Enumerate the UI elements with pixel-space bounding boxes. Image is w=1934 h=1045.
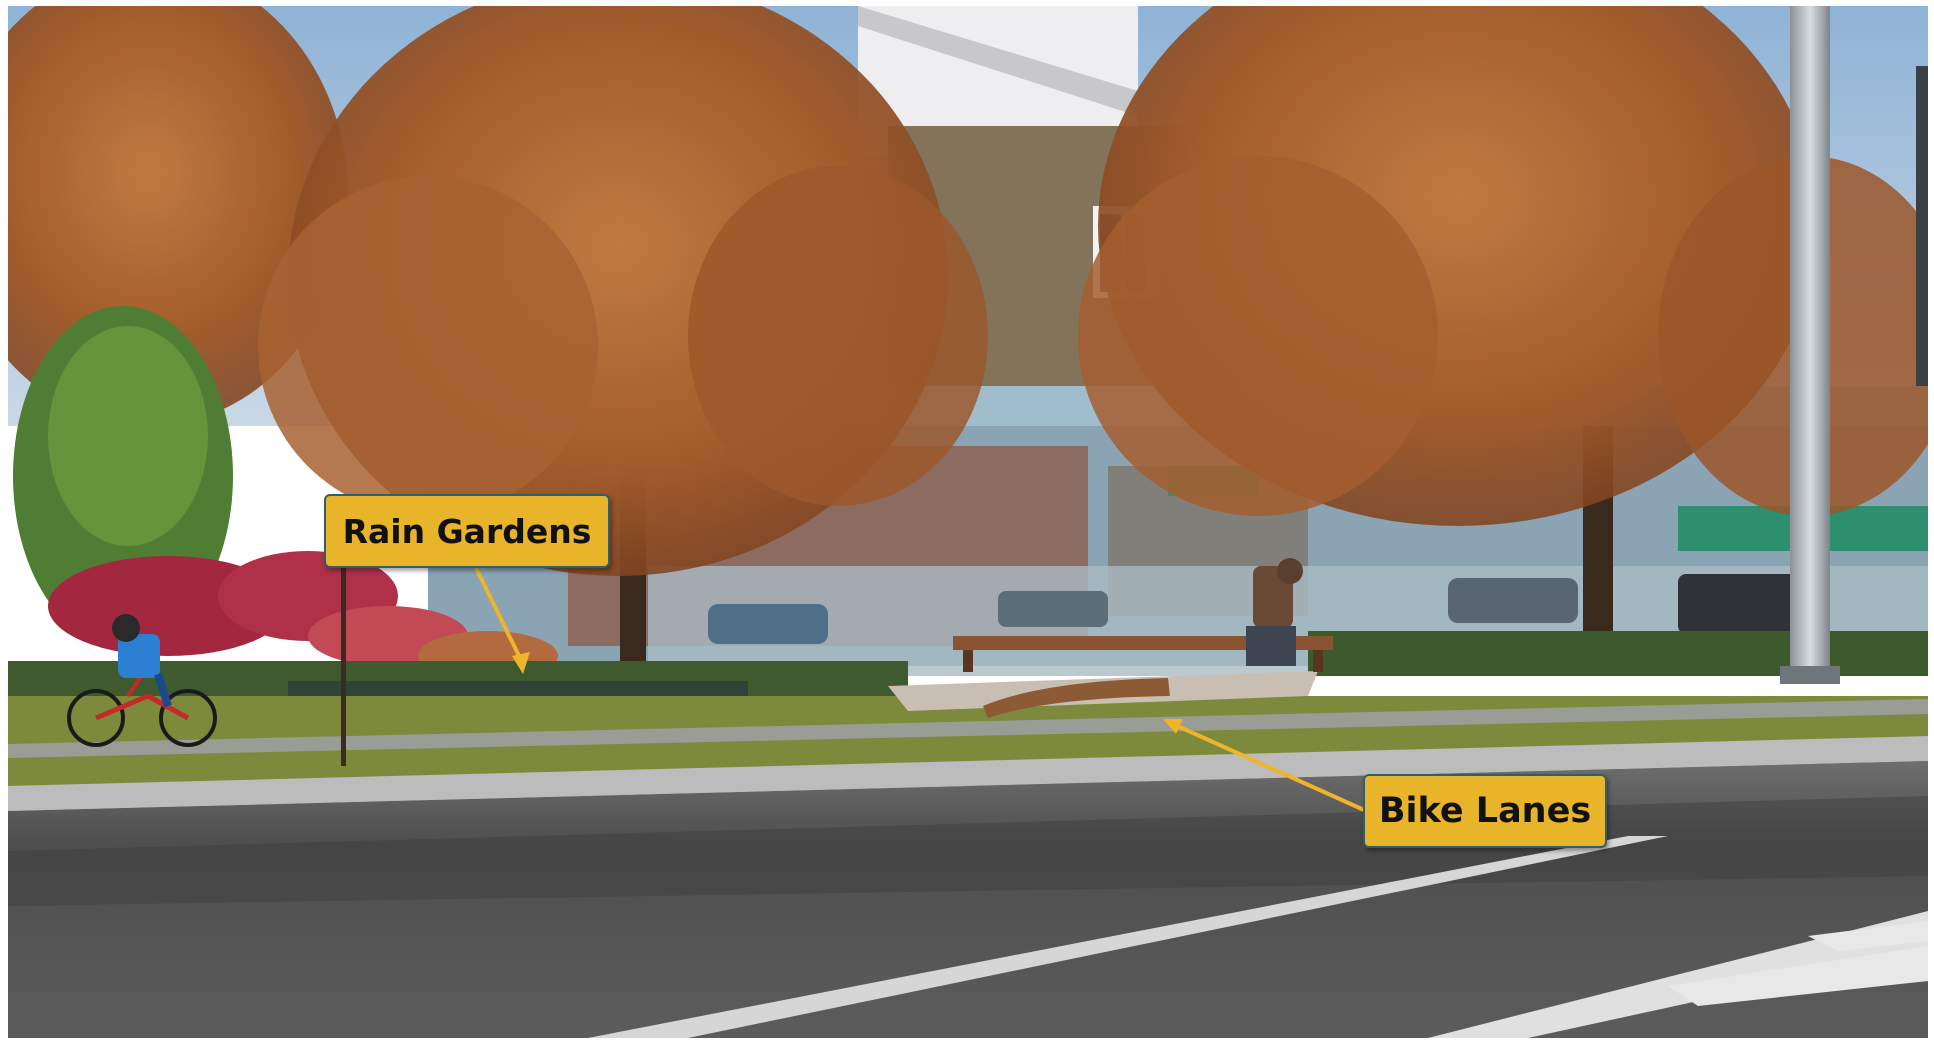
light-pole-icon [1790,6,1830,681]
rain-gardens-label: Rain Gardens [342,511,592,551]
rain-gardens-callout: Rain Gardens [324,494,610,568]
bike-lanes-arrow [1172,722,1374,816]
curb [8,736,1928,811]
bike-lanes-callout: Bike Lanes [1363,774,1607,848]
cyclist-icon [67,614,217,747]
bike-lane-stripe [588,836,1668,1038]
tree-right [1078,6,1928,656]
crosswalk [1428,911,1928,1038]
footbridge [983,678,1170,718]
sidewalk [8,699,1928,758]
bike-lanes-label: Bike Lanes [1378,791,1592,831]
tree-center [258,6,988,716]
rain-gardens-arrow [474,567,525,665]
bench-icon [953,558,1333,672]
scene-illustration [8,6,1928,1038]
street-rendering: Rain Gardens Bike Lanes [8,6,1928,1038]
sign-post-icon [341,546,346,766]
